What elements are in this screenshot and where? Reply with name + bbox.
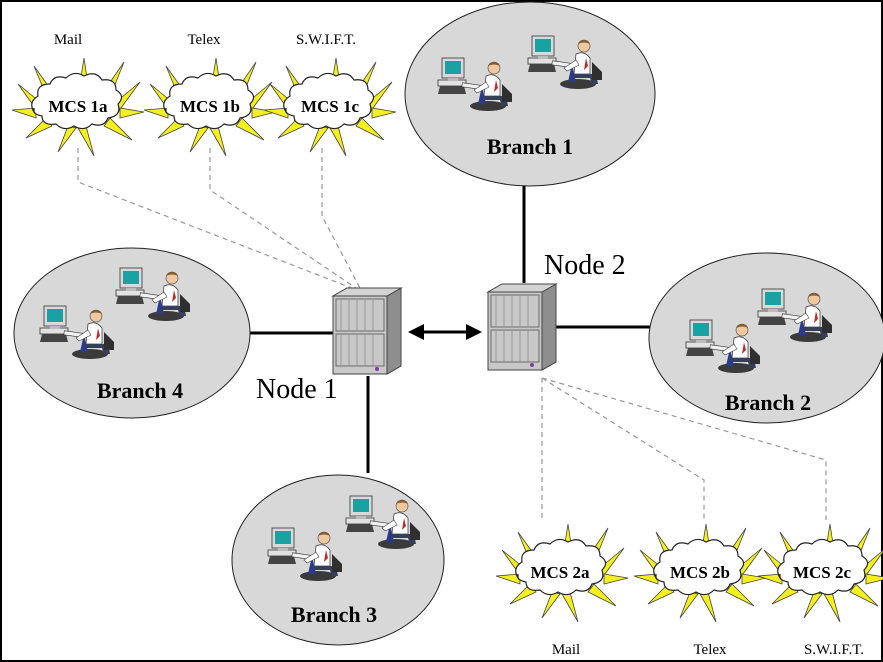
- branch-2-ellipse: [648, 252, 883, 424]
- node-1-label: Node 1: [256, 374, 338, 405]
- branch-1-ellipse: [404, 1, 656, 187]
- branch-label: Branch 3: [291, 602, 377, 627]
- branch-3: Branch 3: [231, 474, 445, 646]
- node2-mcs-links: [541, 377, 827, 520]
- branch-2: Branch 2: [648, 252, 883, 424]
- branch-label: Branch 4: [97, 378, 183, 403]
- branch-1: Branch 1: [404, 1, 656, 187]
- server-icon: [487, 283, 557, 371]
- channel-label: S.W.I.F.T.: [296, 32, 356, 48]
- channel-label: Telex: [187, 32, 221, 48]
- mcs-label: MCS 1a: [48, 97, 108, 116]
- mcs-1c: S.W.I.F.T. MCS 1c: [263, 32, 397, 157]
- branch-4-ellipse: [13, 247, 251, 419]
- mcs-2c: MCS 2c S.W.I.F.T.: [757, 523, 883, 658]
- branch-label: Branch 1: [487, 134, 573, 159]
- channel-label: Mail: [54, 32, 82, 48]
- node1-mcs-links: [77, 148, 363, 293]
- mcs-2a: MCS 2a Mail: [495, 523, 629, 658]
- branch-4: Branch 4: [13, 247, 251, 419]
- mcs-label: MCS 1c: [301, 97, 360, 116]
- mcs-label: MCS 1b: [180, 97, 240, 116]
- mcs-2b: MCS 2b Telex: [633, 523, 767, 658]
- mcs-label: MCS 2a: [530, 563, 590, 582]
- mcs-label: MCS 2b: [670, 563, 730, 582]
- server-icon: [332, 287, 402, 375]
- channel-label: S.W.I.F.T.: [804, 642, 864, 658]
- node-2-server: [487, 283, 557, 371]
- mcs-1a: Mail MCS 1a: [11, 32, 145, 157]
- channel-label: Telex: [693, 642, 727, 658]
- branch-label: Branch 2: [725, 390, 811, 415]
- node-1-server: [332, 287, 402, 375]
- node-2-label: Node 2: [544, 250, 626, 281]
- mcs-1b: Telex MCS 1b: [143, 32, 277, 157]
- mcs-label: MCS 2c: [793, 563, 852, 582]
- node-link-arrow: [408, 324, 482, 340]
- channel-label: Mail: [552, 642, 580, 658]
